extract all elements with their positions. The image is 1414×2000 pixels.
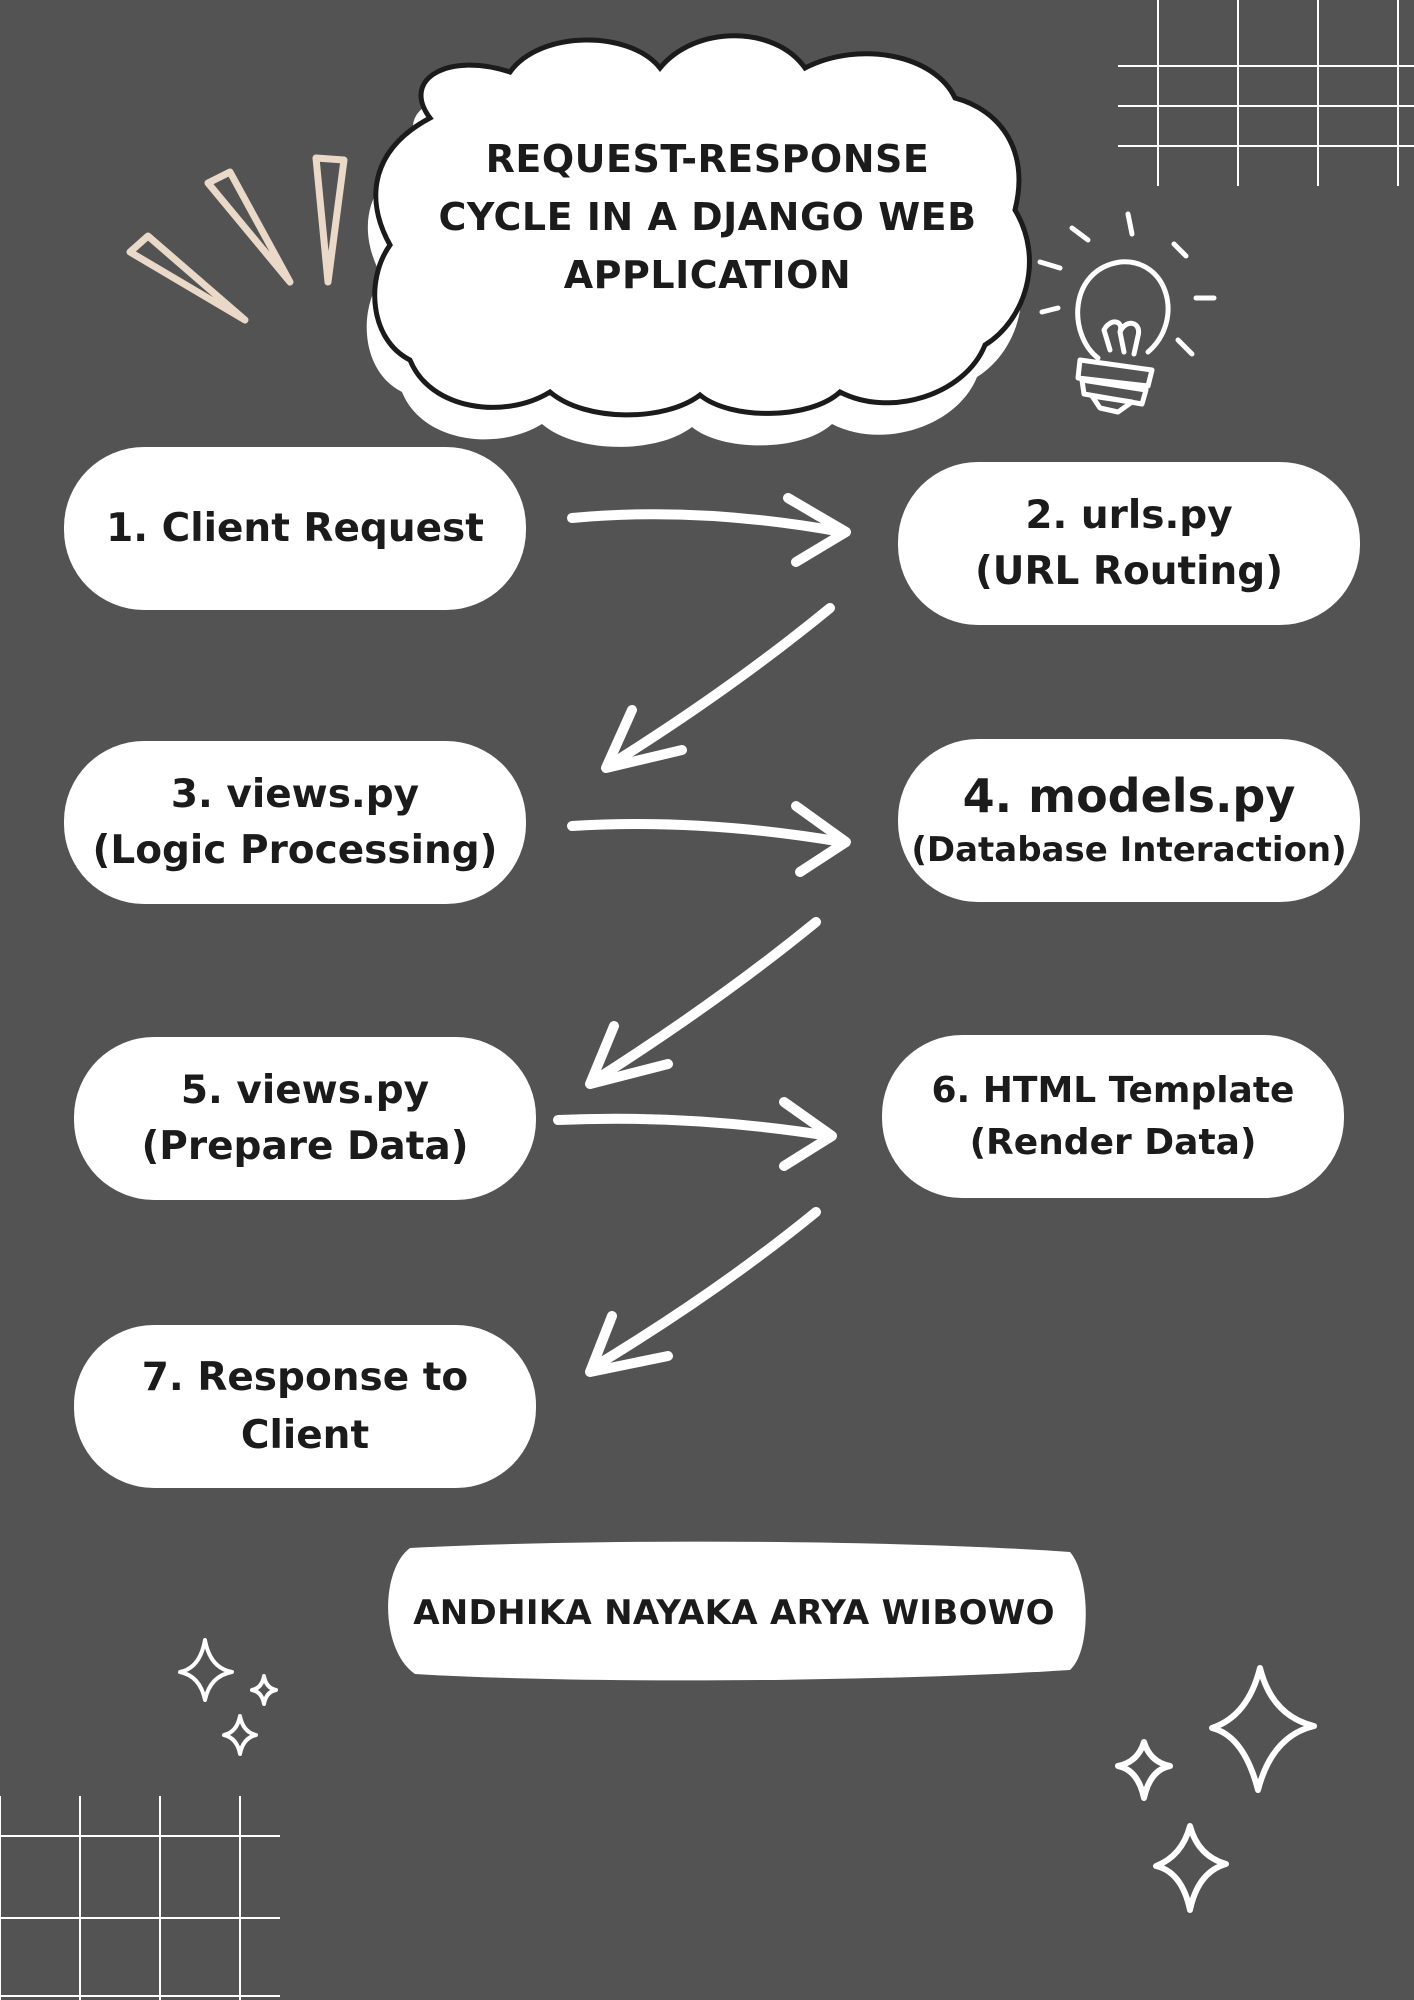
- title-line: APPLICATION: [563, 253, 852, 297]
- arrow-2-to-3: [601, 603, 835, 773]
- step-6-render-data: 6. HTML Template (Render Data): [882, 1035, 1344, 1198]
- arrow-3-to-4: [567, 801, 851, 877]
- step-label: 5. views.py: [180, 1067, 430, 1113]
- step-label: 2. urls.py: [1025, 492, 1233, 538]
- grid-decoration-bottom-left: [0, 1796, 280, 2000]
- step-sublabel: (URL Routing): [974, 548, 1284, 594]
- step-label: 4. models.py: [962, 768, 1296, 823]
- step-sublabel: Client: [240, 1412, 370, 1458]
- step-sublabel: (Logic Processing): [92, 827, 498, 873]
- step-sublabel: (Prepare Data): [141, 1123, 469, 1169]
- step-2-url-routing: 2. urls.py (URL Routing): [898, 462, 1360, 625]
- sparkle-icon-group-right: [1115, 1665, 1317, 1913]
- lightbulb-icon: [1037, 211, 1217, 415]
- title-line: CYCLE IN A DJANGO WEB: [438, 195, 977, 239]
- arrow-4-to-5: [585, 917, 821, 1089]
- grid-decoration-top-right: [1118, 0, 1414, 186]
- title-line: REQUEST-RESPONSE: [485, 137, 930, 181]
- step-5-prepare-data: 5. views.py (Prepare Data): [74, 1037, 536, 1200]
- step-3-logic-processing: 3. views.py (Logic Processing): [64, 741, 526, 904]
- burst-lines-icon: [126, 154, 348, 324]
- step-4-database-interaction: 4. models.py (Database Interaction): [898, 739, 1360, 902]
- page-title: REQUEST-RESPONSE CYCLE IN A DJANGO WEB A…: [400, 130, 1015, 304]
- author-name: ANDHIKA NAYAKA ARYA WIBOWO: [413, 1593, 1055, 1633]
- arrow-1-to-2: [567, 493, 851, 567]
- step-label: 7. Response to: [141, 1354, 469, 1400]
- sparkle-icon-group-left: [178, 1638, 278, 1756]
- arrow-6-to-7: [585, 1207, 821, 1377]
- step-sublabel: (Render Data): [969, 1121, 1257, 1163]
- step-7-response-to-client: 7. Response to Client: [74, 1325, 536, 1488]
- arrow-5-to-6: [553, 1097, 837, 1171]
- step-label: 3. views.py: [170, 771, 420, 817]
- step-label: 1. Client Request: [106, 505, 484, 551]
- step-sublabel: (Database Interaction): [911, 829, 1347, 870]
- title-cloud: [366, 33, 1032, 447]
- step-label: 6. HTML Template: [931, 1069, 1295, 1111]
- step-1-client-request: 1. Client Request: [64, 447, 526, 610]
- author-banner: [388, 1541, 1086, 1681]
